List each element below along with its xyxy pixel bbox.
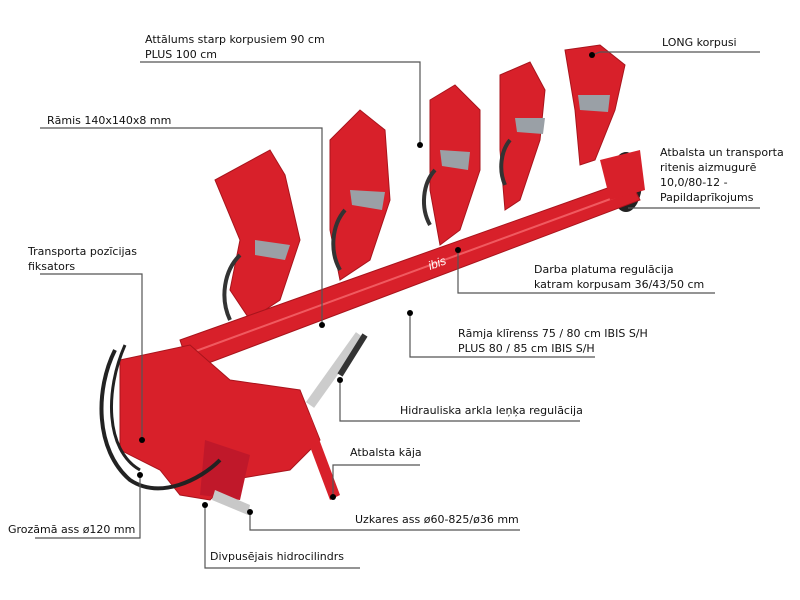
callout-text: Divpusējais hidrocilindrs: [210, 550, 345, 563]
callout-text: PLUS 100 cm: [145, 48, 217, 61]
callout-text: Attālums starp korpusiem 90 cm: [145, 33, 325, 46]
callout-text: Darba platuma regulācija: [534, 263, 674, 276]
callout-text: Papildaprīkojums: [660, 191, 754, 204]
callout-long-bodies: LONG korpusi: [662, 35, 737, 50]
callout-text: Transporta pozīcijas: [28, 245, 138, 258]
callout-turn-axle: Grozāmā ass ø120 mm: [8, 522, 135, 537]
callout-text: Rāmja klīrenss 75 / 80 cm IBIS S/H: [458, 327, 648, 340]
callout-text: Rāmis 140x140x8 mm: [47, 114, 172, 127]
callout-spacing: Attālums starp korpusiem 90 cm PLUS 100 c…: [145, 32, 325, 62]
callout-text: 10,0/80-12 -: [660, 176, 728, 189]
callout-text: ritenis aizmugurē: [660, 161, 757, 174]
coulters: [222, 138, 512, 321]
headstock: [119, 344, 321, 501]
callout-dots: [137, 52, 595, 515]
callout-text: LONG korpusi: [662, 36, 737, 49]
plow-shares: [255, 95, 610, 260]
callout-text: Uzkares ass ø60-825/ø36 mm: [355, 513, 519, 526]
callout-text: Atbalsta un transporta: [660, 146, 784, 159]
callout-clearance: Rāmja klīrenss 75 / 80 cm IBIS S/H PLUS 8…: [458, 326, 648, 356]
callout-wheel: Atbalsta un transporta ritenis aizmugurē 1…: [660, 145, 784, 205]
callout-lines: [35, 51, 760, 569]
callout-width-adjust: Darba platuma regulācija katram korpusam …: [534, 262, 704, 292]
callout-hitch-axle: Uzkares ass ø60-825/ø36 mm: [355, 512, 519, 527]
callout-text: fiksators: [28, 260, 76, 273]
support-leg-shape: [300, 415, 340, 500]
callout-text: katram korpusam 36/43/50 cm: [534, 278, 705, 291]
callout-text: Grozāmā ass ø120 mm: [8, 523, 136, 536]
callout-support-leg: Atbalsta kāja: [350, 445, 422, 460]
callout-transport-lock: Transporta pozīcijas fiksators: [28, 244, 137, 274]
callout-text: PLUS 80 / 85 cm IBIS S/H: [458, 342, 595, 355]
brand-logo: ibis: [426, 254, 448, 273]
callout-frame: Rāmis 140x140x8 mm: [47, 113, 171, 128]
callout-angle-adjust: Hidrauliska arkla leņķa regulācija: [400, 403, 583, 418]
callout-text: Hidrauliska arkla leņķa regulācija: [400, 404, 583, 417]
callout-double-cylinder: Divpusējais hidrocilindrs: [210, 549, 344, 564]
callout-text: Atbalsta kāja: [350, 446, 422, 459]
